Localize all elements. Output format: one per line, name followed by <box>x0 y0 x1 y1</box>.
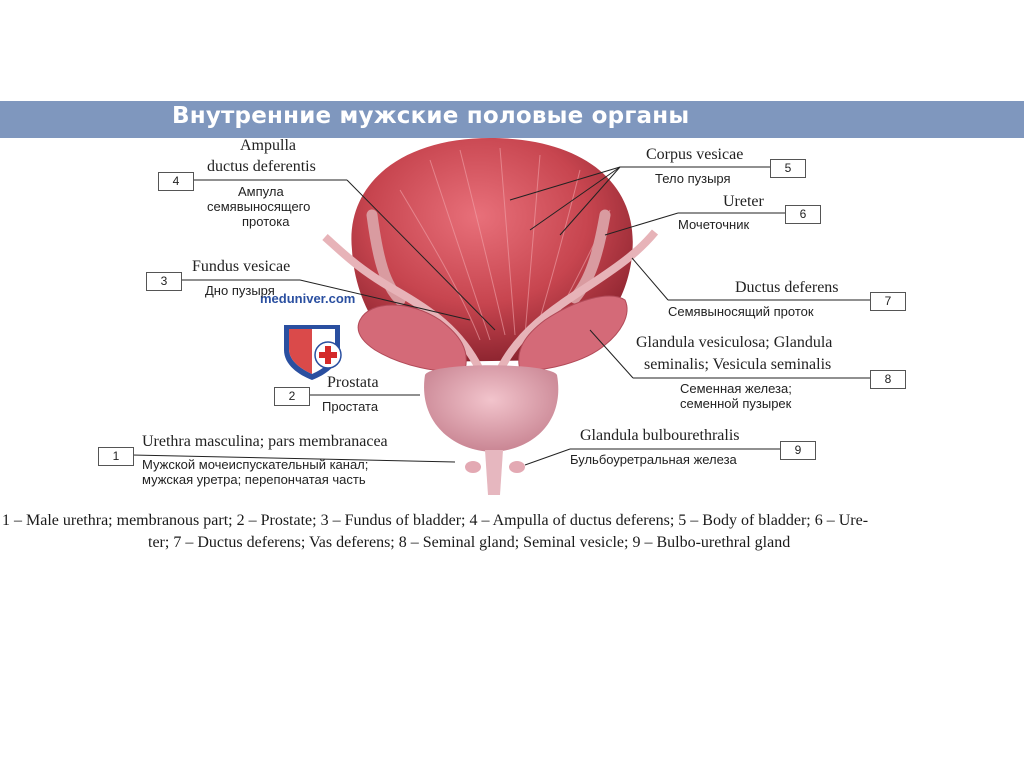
label-4-latin-2: ductus deferentis <box>207 158 316 175</box>
label-1-latin: Urethra masculina; pars membranacea <box>142 433 388 450</box>
ductus-deferens-right <box>496 229 659 372</box>
label-7-russian: Семявыносящий проток <box>668 304 814 319</box>
watermark-logo <box>284 325 342 380</box>
label-4-russian-1: Ампула <box>238 184 284 199</box>
label-number-2: 2 <box>274 387 310 406</box>
urethra <box>485 450 503 495</box>
ureter-left <box>366 209 406 306</box>
label-6-latin: Ureter <box>723 193 764 210</box>
figure-caption: 1 – Male urethra; membranous part; 2 – P… <box>0 510 1024 554</box>
label-9-russian: Бульбоуретральная железа <box>570 452 737 467</box>
label-number-8: 8 <box>870 370 906 389</box>
label-2-latin: Prostata <box>327 374 379 391</box>
label-5-latin: Corpus vesicae <box>646 146 744 163</box>
label-7-latin: Ductus deferens <box>735 279 839 296</box>
label-4-latin-1: Ampulla <box>240 137 296 154</box>
caption-line-1: 1 – Male urethra; membranous part; 2 – P… <box>2 512 869 529</box>
label-6-russian: Мочеточник <box>678 217 750 232</box>
label-3-latin: Fundus vesicae <box>192 258 291 275</box>
bulbourethral-gland-right <box>509 461 525 473</box>
label-number-9: 9 <box>780 441 816 460</box>
label-9-latin: Glandula bulbourethralis <box>580 427 740 444</box>
label-8-latin-1: Glandula vesiculosa; Glandula <box>636 334 833 351</box>
label-8-russian-2: семенной пузырек <box>680 396 792 411</box>
label-3-russian: Дно пузыря <box>205 283 275 298</box>
label-8-russian-1: Семенная железа; <box>680 381 792 396</box>
label-number-4: 4 <box>158 172 194 191</box>
title-bar <box>0 101 1024 138</box>
label-1-russian-2: мужская уретра; перепончатая часть <box>142 472 366 487</box>
leader-lines <box>131 166 870 466</box>
label-number-1: 1 <box>98 447 134 466</box>
label-2-russian: Простата <box>322 399 379 414</box>
label-8-latin-2: seminalis; Vesicula seminalis <box>644 356 832 373</box>
page-title: Внутренние мужские половые органы <box>172 103 690 129</box>
label-4-russian-3: протока <box>242 214 290 229</box>
label-4-russian-2: семявыносящего <box>207 199 311 214</box>
label-number-5: 5 <box>770 159 806 178</box>
prostate <box>424 365 559 452</box>
watermark-text: meduniver.com <box>260 291 356 306</box>
label-5-russian: Тело пузыря <box>655 171 731 186</box>
label-number-3: 3 <box>146 272 182 291</box>
label-1-russian-1: Мужской мочеиспускательный канал; <box>142 457 369 472</box>
label-number-6: 6 <box>785 205 821 224</box>
label-number-7: 7 <box>870 292 906 311</box>
bulbourethral-gland-left <box>465 461 481 473</box>
caption-line-2: ter; 7 – Ductus deferens; Vas deferens; … <box>148 534 791 551</box>
